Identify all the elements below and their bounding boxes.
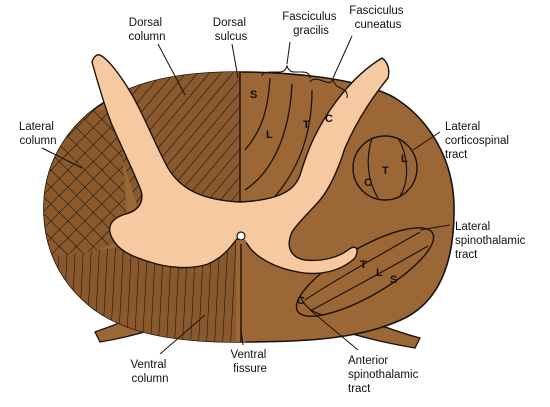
- anterior-spinothalamic-boundary: [299, 295, 326, 316]
- corticospinal-divider-2: [397, 137, 408, 197]
- leader-dorsal-column: [157, 43, 186, 96]
- leader-gracilis: [286, 41, 291, 65]
- spinothalamic-divider-1: [304, 231, 421, 301]
- spino-letter-s: S: [390, 274, 397, 286]
- spino-letter-l: L: [376, 267, 383, 279]
- label-fasciculus-cuneatus: Fasciculus cuneatus: [349, 5, 407, 31]
- leader-lateral-spinothalamic: [419, 224, 451, 231]
- label-dorsal-column: Dorsal column: [128, 17, 165, 43]
- gray-matter: [91, 54, 390, 275]
- leader-lines: [41, 35, 451, 355]
- leader-cuneatus: [332, 35, 353, 79]
- label-anterior-spinothalamic: Anterior spinothalamic tract: [348, 355, 422, 395]
- label-dorsal-sulcus: Dorsal sulcus: [213, 17, 249, 43]
- cortico-letter-l: L: [401, 153, 408, 165]
- leader-anterior-spinothalamic: [309, 309, 359, 351]
- label-fasciculus-gracilis: Fasciculus gracilis: [282, 11, 340, 37]
- tract-letter-c: C: [325, 113, 333, 125]
- label-lateral-spinothalamic: Lateral spinothalamic tract: [455, 221, 529, 261]
- tract-letter-l: L: [266, 129, 273, 141]
- leader-lateral-column: [41, 147, 83, 169]
- tract-letter-s: S: [250, 89, 257, 101]
- label-ventral-column: Ventral column: [130, 359, 169, 385]
- cuneatus-brace: [309, 78, 348, 99]
- gracilis-boundary-1: [244, 77, 271, 151]
- cortico-letter-c: C: [364, 177, 372, 189]
- corticospinal-divider-1: [367, 137, 379, 199]
- anterior-letter-c: C: [297, 295, 305, 307]
- spinothalamic-divider-2: [311, 245, 429, 311]
- gracilis-boundary-2: [244, 83, 293, 191]
- spino-letter-t: T: [360, 259, 367, 271]
- label-lateral-column: Lateral column: [19, 121, 57, 147]
- leader-dorsal-sulcus: [231, 43, 239, 79]
- central-canal: [236, 231, 246, 241]
- leader-ventral-fissure: [240, 329, 244, 346]
- gracilis-brace: [261, 64, 311, 79]
- leader-ventral-column: [159, 314, 206, 355]
- tract-letter-t: T: [303, 119, 310, 131]
- cortico-letter-t: T: [382, 165, 389, 177]
- label-lateral-corticospinal: Lateral corticospinal tract: [445, 121, 512, 161]
- label-ventral-fissure: Ventral fissure: [230, 349, 269, 375]
- leader-lateral-corticospinal: [412, 131, 441, 151]
